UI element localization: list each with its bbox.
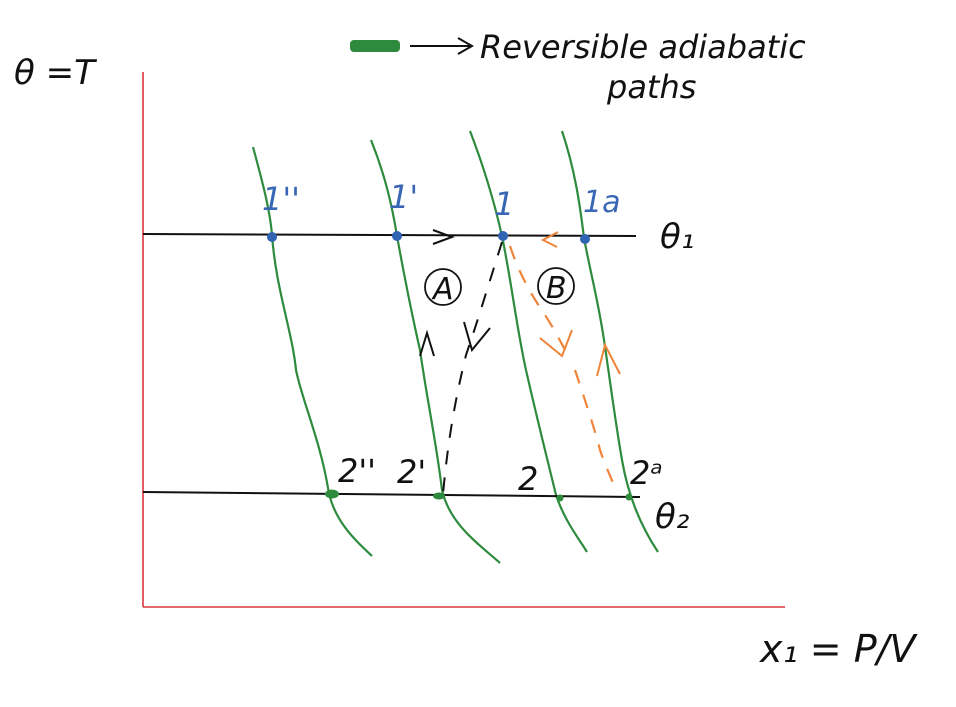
- legend-swatch: [350, 40, 400, 52]
- cycle-b-circle: [537, 267, 575, 305]
- legend-text-line2: paths: [606, 68, 696, 106]
- point-2-double-prime: [325, 489, 339, 499]
- adiabat-curve-3: [468, 130, 588, 553]
- cycle-b-label: B: [546, 271, 567, 306]
- cycle-a-label: A: [431, 272, 454, 307]
- cycle-a-dashed-path: [442, 241, 503, 495]
- label-2-double-prime: 2'': [338, 452, 376, 490]
- point-2-prime: [433, 492, 445, 500]
- isotherm-lower-label: θ₂: [655, 497, 690, 537]
- cycle-b-left-arrow: [540, 231, 559, 248]
- label-1-double-prime: 1'': [262, 180, 300, 218]
- label-1: 1: [494, 185, 514, 223]
- cycle-b-dashed-down: [508, 245, 569, 356]
- cycle-b-up-arrow: [596, 342, 621, 377]
- y-axis-label: θ =T: [14, 53, 97, 93]
- adiabat-curve-1: [251, 146, 373, 557]
- label-2a: 2ᵃ: [630, 454, 663, 492]
- cycle-b-down-arrow: [539, 329, 573, 358]
- legend-text: Reversible adiabatic: [480, 28, 806, 66]
- isotherm-lower: [142, 491, 641, 498]
- cycle-a-right-arrow: [432, 229, 455, 245]
- point-1-double-prime: [267, 232, 277, 242]
- point-1a: [580, 234, 590, 244]
- label-2: 2: [518, 460, 538, 498]
- label-1a: 1a: [583, 185, 620, 220]
- adiabat-curve-2: [369, 139, 501, 564]
- cycle-a-down-arrow: [463, 321, 491, 353]
- label-2-prime: 2': [397, 453, 426, 491]
- isotherm-upper: [142, 233, 637, 237]
- adiabat-curve-4: [560, 130, 659, 553]
- legend-arrow: [410, 37, 475, 55]
- point-1: [498, 231, 508, 241]
- cycle-a-up-arrow: [419, 329, 435, 357]
- point-2a: [625, 493, 633, 501]
- cycle-a-circle: [424, 268, 462, 306]
- point-1-prime: [392, 231, 402, 241]
- isotherm-upper-label: θ₁: [660, 217, 694, 257]
- cycle-b-dashed-up: [573, 369, 617, 489]
- x-axis-label: x₁ = P/V: [759, 627, 918, 671]
- point-2: [556, 494, 564, 502]
- label-1-prime: 1': [389, 178, 418, 216]
